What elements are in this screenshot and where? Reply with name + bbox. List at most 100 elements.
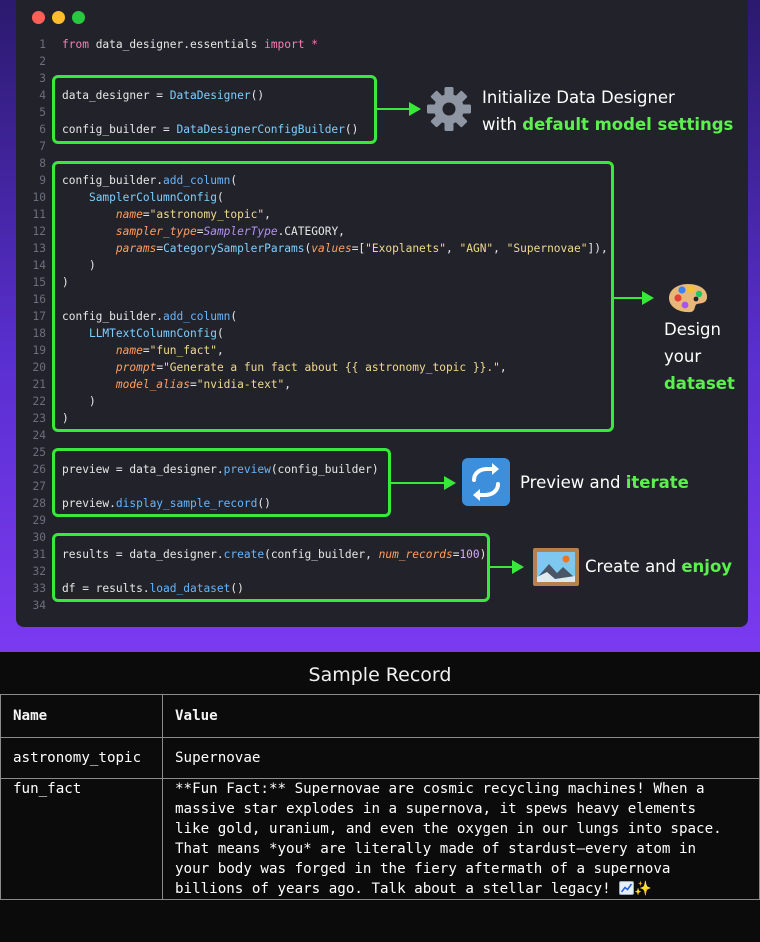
sparkles-icon: ✨ (634, 881, 652, 897)
code-token: ( (230, 310, 238, 323)
preview-callout-highlight: iterate (625, 473, 689, 492)
code-token: df = results. (62, 582, 150, 595)
minimize-window-dot[interactable] (52, 11, 65, 24)
line-number: 30 (32, 531, 46, 544)
bottom-strip (0, 917, 760, 942)
code-token: = (142, 208, 150, 221)
line-number: 32 (32, 565, 46, 578)
code-token: name (115, 344, 143, 357)
code-token: (config_builder) (270, 463, 379, 476)
sample-record-table: Name Value astronomy_topic Supernovae fu… (0, 694, 760, 900)
code-token: () (344, 123, 359, 136)
code-token: data_designer = (62, 89, 170, 102)
line-number: 26 (32, 463, 46, 476)
code-token: config_builder = (62, 123, 177, 136)
code-token: ( (216, 327, 224, 340)
line-number: 8 (39, 157, 46, 170)
code-token: () (250, 89, 265, 102)
header-value: Value (162, 694, 760, 738)
code-token: .CATEGORY, (277, 225, 345, 238)
create-arrow-head (512, 560, 524, 574)
code-token: add_column (163, 174, 231, 187)
code-text: ) (62, 257, 96, 274)
init-arrow-head (409, 102, 421, 116)
line-number: 20 (32, 361, 46, 374)
code-text: config_builder.add_column( (62, 172, 237, 189)
code-token: name (115, 208, 143, 221)
code-token: preview = data_designer. (62, 463, 224, 476)
sample-record-title: Sample Record (308, 664, 452, 686)
design-callout-line1: Design (664, 320, 721, 339)
init-arrow (377, 108, 411, 110)
code-token: sampler_type (115, 225, 197, 238)
line-number: 4 (39, 89, 46, 102)
code-token: , (216, 344, 224, 357)
code-text: SamplerColumnConfig( (62, 189, 224, 206)
close-window-dot[interactable] (32, 11, 45, 24)
line-number: 13 (32, 242, 46, 255)
code-token: LLMTextColumnConfig (88, 327, 217, 340)
code-text: ) (62, 393, 96, 410)
code-text: LLMTextColumnConfig( (62, 325, 224, 342)
table-row: astronomy_topic Supernovae (0, 737, 760, 779)
code-text: config_builder.add_column( (62, 308, 237, 325)
code-token: model_alias (115, 378, 190, 391)
code-token: ) (62, 412, 69, 425)
chart-icon (619, 881, 635, 895)
code-text: results = data_designer.create(config_bu… (62, 546, 486, 563)
code-token: "nvidia-text" (196, 378, 285, 391)
code-token: results = data_designer. (62, 548, 224, 561)
code-token: SamplerColumnConfig (88, 191, 217, 204)
code-token: ( (230, 174, 238, 187)
line-number: 3 (39, 72, 46, 85)
maximize-window-dot[interactable] (72, 11, 85, 24)
cell-name: astronomy_topic (0, 737, 163, 779)
gear-icon (426, 86, 472, 132)
code-text: df = results.load_dataset() (62, 580, 244, 597)
code-token: ) (62, 259, 96, 272)
code-token: ) (62, 276, 69, 289)
line-number: 6 (39, 123, 46, 136)
code-token: "Supernovae" (506, 242, 588, 255)
line-number: 16 (32, 293, 46, 306)
line-number: 31 (32, 548, 46, 561)
init-callout-line1: Initialize Data Designer (482, 88, 675, 107)
code-token: import (264, 38, 305, 51)
cell-value: Supernovae (162, 737, 760, 779)
preview-callout-pre: Preview and (520, 473, 626, 492)
preview-highlight-box (52, 448, 391, 517)
cell-name: fun_fact (0, 778, 163, 900)
create-callout: Create and enjoy (585, 553, 732, 580)
code-token: add_column (163, 310, 231, 323)
code-token: DataDesignerConfigBuilder (176, 123, 345, 136)
code-token: = (196, 225, 204, 238)
code-token: from (62, 38, 89, 51)
design-highlight-box (52, 161, 614, 432)
code-token: params (115, 242, 157, 255)
line-number: 34 (32, 599, 46, 612)
code-token: () (230, 582, 244, 595)
code-token: 100 (459, 548, 480, 561)
code-token: CategorySamplerParams (163, 242, 305, 255)
code-token: ]), (587, 242, 608, 255)
code-token: "astronomy_topic" (149, 208, 265, 221)
line-number: 15 (32, 276, 46, 289)
init-callout-pre: with (482, 115, 523, 134)
code-token: , (264, 208, 271, 221)
line-number: 23 (32, 412, 46, 425)
code-token: , (284, 378, 292, 391)
line-number: 11 (32, 208, 46, 221)
fun-fact-text: **Fun Fact:** Supernovae are cosmic recy… (175, 781, 722, 897)
design-arrow-head (642, 291, 654, 305)
code-token: SamplerType (203, 225, 278, 238)
code-token: ( (304, 242, 312, 255)
design-callout-line2: your (664, 347, 702, 366)
code-token: () (257, 497, 271, 510)
code-text: prompt="Generate a fun fact about {{ ast… (62, 359, 507, 376)
code-token: "Exoplanets" (365, 242, 446, 255)
code-token: display_sample_record (115, 497, 258, 510)
code-token: preview (223, 463, 271, 476)
create-callout-highlight: enjoy (681, 557, 733, 576)
line-number: 17 (32, 310, 46, 323)
